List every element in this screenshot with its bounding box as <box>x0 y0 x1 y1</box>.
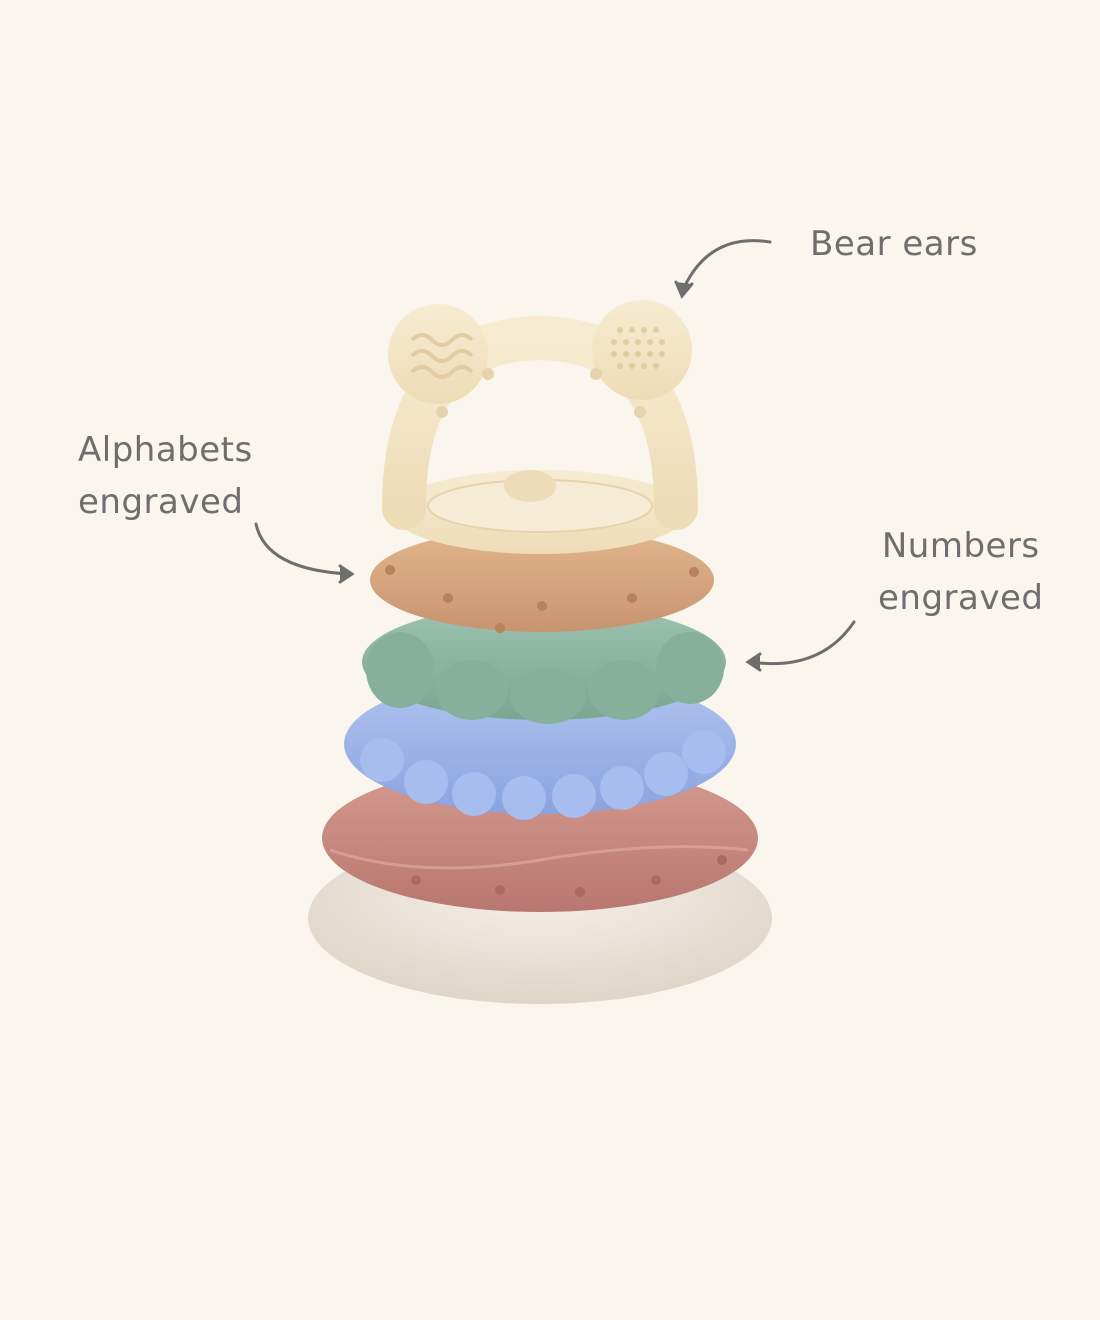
annotation-numbers-engraved: Numbers engraved <box>878 520 1043 624</box>
annotation-alphabets-line1: Alphabets <box>78 430 253 470</box>
arrow-numbers <box>745 620 856 672</box>
tan-ring <box>370 528 714 633</box>
bear-right-ear <box>592 300 692 400</box>
arrow-bear-ears <box>674 239 772 299</box>
bear-left-ear <box>388 304 488 404</box>
bear-teether <box>382 300 698 554</box>
annotation-numbers-line1: Numbers <box>881 526 1040 566</box>
annotation-numbers-line2: engraved <box>878 578 1044 618</box>
annotation-alphabets-line2: engraved <box>78 482 244 522</box>
annotation-alphabets-engraved: Alphabets engraved <box>78 424 253 528</box>
annotation-bear-ears-text: Bear ears <box>810 224 978 264</box>
green-ring <box>362 604 726 724</box>
annotation-bear-ears: Bear ears <box>810 218 978 270</box>
arrow-alphabets <box>254 522 355 584</box>
